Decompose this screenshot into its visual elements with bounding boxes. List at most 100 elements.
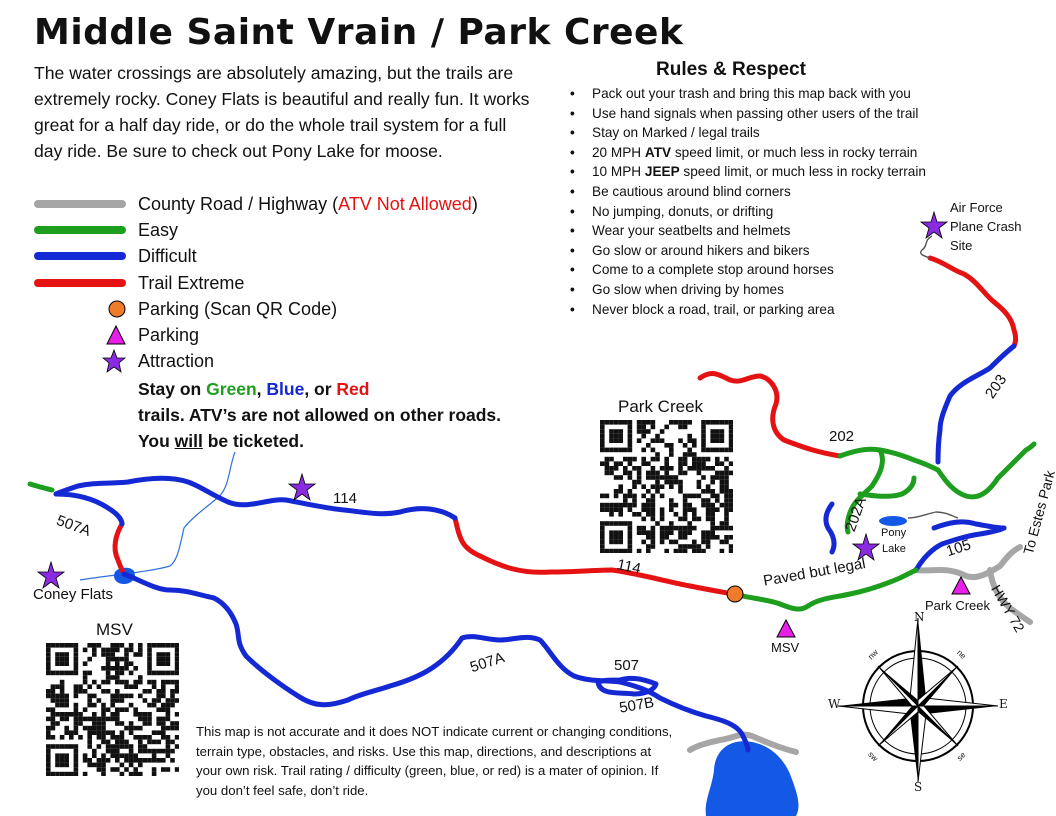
legend-difficult-line [34,252,126,260]
msv-label: MSV [771,640,800,655]
park-creek-qr-label: Park Creek [618,397,704,416]
rule-item: Use hand signals when passing other user… [570,104,926,124]
trail-507 [595,675,659,697]
rule-text: 10 MPH [592,164,645,180]
legend-difficult: Difficult [34,244,197,268]
park-creek-qr-code[interactable] [600,420,734,559]
pony-lake [879,516,907,526]
legend-extreme-label: Trail Extreme [138,272,245,293]
rule-text-rest: speed limit, or much less in rocky terra… [671,144,918,160]
trail-114-difficult [53,475,458,521]
compass-w: W [828,697,841,711]
rule-text: Wear your seatbelts and helmets [592,223,791,239]
park-creek-label: Park Creek [925,598,991,613]
legend-parking-label: Parking [138,324,200,345]
county-road-72 [913,544,1023,580]
rule-text: Stay on Marked / legal trails [592,125,760,141]
legend-parking-qr: Parking (Scan QR Code) [34,297,337,321]
rule-text: Use hand signals when passing other user… [592,105,919,121]
legend-parking: Parking [34,323,199,347]
trail-203 [935,343,1017,465]
rule-emphasis: JEEP [644,164,680,180]
stay-on-trails-warning: Stay on Green, Blue, or Red trails. ATV’… [138,376,558,454]
legend-county-label: County Road / Highway ( [138,193,339,214]
legend-parking-qr-label: Parking (Scan QR Code) [138,298,338,319]
rule-item: Stay on Marked / legal trails [570,123,926,143]
trail-507a-left-extreme [112,521,127,577]
rule-text: Go slow or around hikers and bikers [592,242,810,258]
legend-easy-line [34,226,126,234]
disclaimer: This map is not accurate and it does NOT… [196,724,673,798]
legend-attraction-label: Attraction [138,350,215,371]
reservoir [705,741,799,816]
legend-county-close: ) [471,193,478,214]
rule-item: 10 MPH JEEP speed limit, or much less in… [570,162,926,182]
warning-blue: Blue [266,379,305,399]
route-202-label: 202 [829,428,855,445]
rule-item: Never block a road, trail, or parking ar… [570,300,926,320]
compass-n: N [914,610,925,624]
warning-green: Green [206,379,257,399]
warning-sep1: , [256,379,267,399]
trail-202a [844,447,885,535]
qr-pattern [46,643,180,777]
legend-county-road: County Road / Highway (ATV Not Allowed) [34,192,478,216]
legend-county-line [34,200,126,208]
rules-title: Rules & Respect [656,59,806,80]
trail-202a-spur [823,501,837,555]
trail-202-extreme [697,371,843,459]
parking-marker-park-creek [951,575,971,595]
rule-text: Never block a road, trail, or parking ar… [592,301,835,317]
pony-lake-road [907,511,959,519]
legend-extreme-line [34,279,126,287]
trail-114-extreme [452,515,736,597]
rule-item: Go slow or around hikers and bikers [570,241,926,261]
legend-difficult-label: Difficult [138,245,197,266]
air-force-label-3: Site [950,238,973,253]
compass-s: S [914,780,923,794]
rule-item: Wear your seatbelts and helmets [570,221,926,241]
trail-paved [730,567,919,612]
rule-text: Pack out your trash and bring this map b… [592,86,911,101]
pony-lake-label-2: Lake [882,543,906,555]
qr-pattern [600,420,734,554]
county-road-72-south [987,567,1033,625]
compass-rose [837,617,999,783]
attraction-star-pony [851,532,881,562]
intro-text: The water crossings are absolutely amazi… [34,63,530,161]
rules-list: Pack out your trash and bring this map b… [570,84,926,319]
county-road-reservoir [687,731,799,755]
compass-e: E [999,697,1008,711]
trail-105 [913,525,1007,573]
trail-507a-left [53,491,125,527]
attraction-star-icon [102,349,126,373]
legend-attraction: Attraction [34,349,214,373]
legend-extreme: Trail Extreme [34,271,244,295]
parking-qr-icon [108,300,126,318]
stream [79,451,236,581]
rule-item: Be cautious around blind corners [570,182,926,202]
warning-line2: trails. ATV’s are not allowed on other r… [138,405,502,425]
parking-qr-marker [726,585,744,603]
warning-sep2: , or [304,379,337,399]
parking-marker-msv [776,618,796,638]
air-force-label-1: Air Force [950,200,1003,215]
warning-prefix: Stay on [138,379,207,399]
legend-atv-not-allowed: ATV Not Allowed [338,193,472,214]
route-507-label: 507 [614,657,640,674]
rule-item: Go slow when driving by homes [570,280,926,300]
rule-item: No jumping, donuts, or drifting [570,202,926,222]
trail-202 [837,446,941,473]
map-title: Middle Saint Vrain / Park Creek [34,12,684,53]
rule-text: No jumping, donuts, or drifting [592,203,774,219]
attraction-star-coney [36,560,66,590]
rule-text: Be cautious around blind corners [592,183,791,199]
rule-text-rest: speed limit, or much less in rocky terra… [679,164,926,180]
trail-202a-b [857,475,917,499]
warning-red: Red [336,379,370,399]
air-force-label-2: Plane Crash [950,219,1022,234]
route-114-label-a: 114 [333,490,357,507]
rule-text: 20 MPH [592,144,645,160]
msv-qr-code[interactable] [46,643,180,782]
